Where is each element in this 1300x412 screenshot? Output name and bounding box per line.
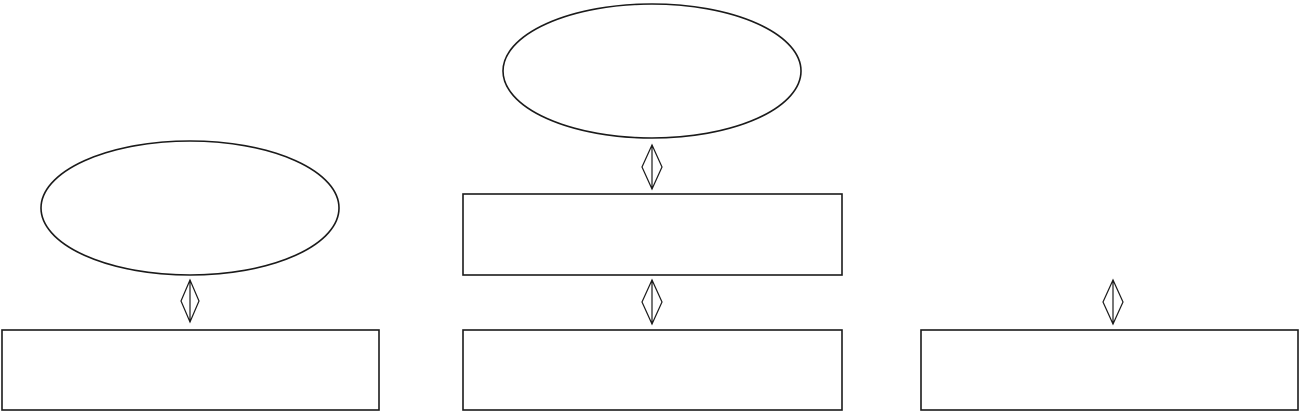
column-middle	[462, 3, 843, 411]
rectangle-node-right	[920, 329, 1299, 411]
ellipse-node-middle	[502, 3, 802, 139]
rectangle-node-middle-bottom	[462, 329, 843, 411]
column-left	[1, 140, 380, 411]
bidirectional-arrow-middle-bottom	[641, 278, 663, 326]
bidirectional-arrow-right	[1102, 278, 1124, 326]
bidirectional-arrow-middle-top	[641, 143, 663, 191]
column-right	[920, 278, 1299, 411]
ellipse-node-left	[40, 140, 340, 276]
rectangle-node-left	[1, 329, 380, 411]
rectangle-node-middle-top	[462, 193, 843, 276]
bidirectional-arrow-left	[180, 278, 200, 324]
